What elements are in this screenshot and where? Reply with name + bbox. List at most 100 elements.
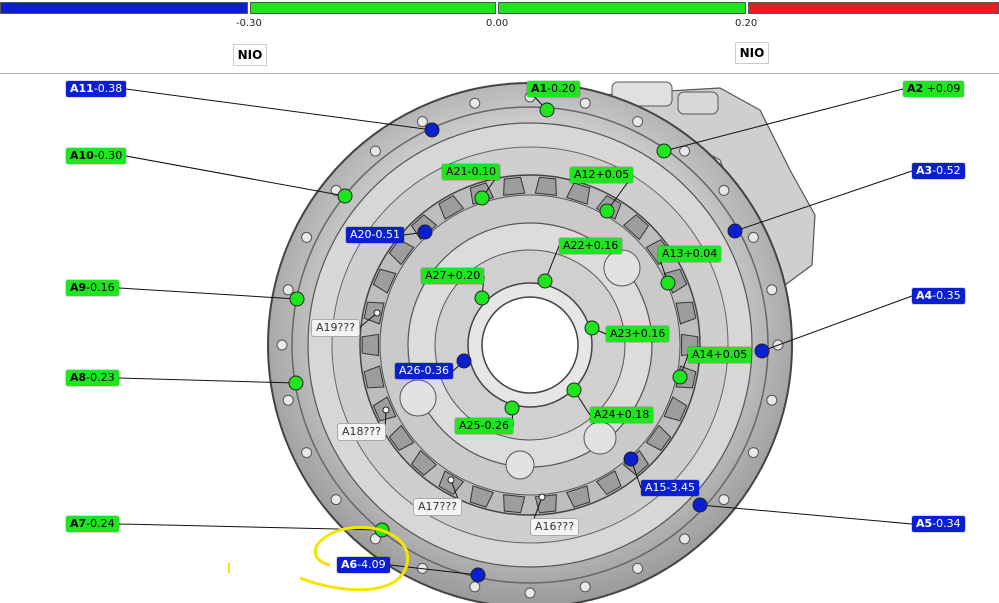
tick-label: -0.30 (236, 18, 262, 29)
measure-label-a1[interactable]: A1-0.20 (527, 81, 580, 97)
nio-indicator-high: NIO (735, 42, 769, 64)
measure-id: A14 (692, 348, 714, 361)
measure-id: A8 (70, 371, 87, 384)
measure-point-a11 (424, 122, 440, 138)
measure-label-a21[interactable]: A21-0.10 (442, 164, 500, 180)
measure-value: ??? (337, 321, 356, 334)
leader-line (384, 409, 387, 433)
measure-point-a14 (672, 369, 688, 385)
measure-label-a23[interactable]: A23+0.16 (606, 326, 670, 342)
leader-line (761, 295, 913, 352)
measure-value: +0.04 (683, 247, 718, 260)
measure-id: A24 (594, 408, 616, 421)
measure-point-a18 (382, 406, 390, 414)
scale-segment (0, 2, 248, 14)
measure-point-a6 (470, 567, 486, 583)
measure-value: +0.05 (595, 168, 630, 181)
measure-value: +0.09 (923, 82, 961, 95)
measure-id: A22 (563, 239, 585, 252)
measure-id: A19 (316, 321, 338, 334)
scale-segment (250, 2, 496, 14)
measure-value: +0.05 (713, 348, 748, 361)
measure-id: A21 (446, 165, 468, 178)
measure-id: A15 (645, 481, 667, 494)
leader-line (699, 504, 913, 525)
measure-point-a23 (584, 320, 600, 336)
measure-label-a20[interactable]: A20-0.51 (346, 227, 404, 243)
measure-label-a6[interactable]: A6-4.09 (337, 557, 390, 573)
measure-point-a25 (504, 400, 520, 416)
measure-label-a19[interactable]: A19??? (312, 320, 360, 336)
measure-label-a10[interactable]: A10-0.30 (66, 148, 127, 164)
measure-id: A17 (418, 500, 440, 513)
measure-label-a13[interactable]: A13+0.04 (658, 246, 722, 262)
measure-label-a8[interactable]: A8-0.23 (66, 370, 119, 386)
measure-value: +0.20 (446, 269, 481, 282)
measure-id: A10 (70, 149, 94, 162)
measure-value: -0.10 (467, 165, 496, 178)
measure-label-a17[interactable]: A17??? (414, 499, 462, 515)
measure-label-a22[interactable]: A22+0.16 (559, 238, 623, 254)
measure-value: -0.24 (86, 517, 115, 530)
measure-value: ??? (363, 425, 382, 438)
tick-label: 0.00 (486, 18, 509, 29)
measure-value: -0.52 (932, 164, 961, 177)
measure-point-a3 (727, 223, 743, 239)
measure-label-a9[interactable]: A9-0.16 (66, 280, 119, 296)
measure-label-a14[interactable]: A14+0.05 (688, 347, 752, 363)
measure-point-a9 (289, 291, 305, 307)
measure-value: -3.45 (666, 481, 695, 494)
measure-id: A5 (916, 517, 933, 530)
measure-label-a15[interactable]: A15-3.45 (641, 480, 699, 496)
measure-label-a27[interactable]: A27+0.20 (421, 268, 485, 284)
measure-point-a2 (656, 143, 672, 159)
measure-point-a13 (660, 275, 676, 291)
measure-id: A3 (916, 164, 933, 177)
measure-value: -0.34 (932, 517, 961, 530)
measure-label-a5[interactable]: A5-0.34 (912, 516, 965, 532)
measure-label-a25[interactable]: A25-0.26 (455, 418, 513, 434)
measure-id: A2 (907, 82, 924, 95)
measure-id: A13 (662, 247, 684, 260)
scale-segment (498, 2, 746, 14)
measure-label-a2[interactable]: A2 +0.09 (903, 81, 965, 97)
measure-id: A25 (459, 419, 481, 432)
measure-value: -0.23 (86, 371, 115, 384)
leader-line (118, 377, 297, 384)
measure-value: -0.36 (420, 364, 449, 377)
measure-id: A9 (70, 281, 87, 294)
measure-id: A11 (70, 82, 94, 95)
measure-label-a16[interactable]: A16??? (531, 519, 579, 535)
measure-id: A12 (574, 168, 596, 181)
measure-point-a20 (417, 224, 433, 240)
yellow-annotation-mark (228, 563, 230, 573)
measure-value: -0.20 (547, 82, 576, 95)
leader-line (118, 523, 383, 531)
measure-label-a7[interactable]: A7-0.24 (66, 516, 119, 532)
measure-label-a11[interactable]: A11-0.38 (66, 81, 127, 97)
measure-id: A26 (399, 364, 421, 377)
measure-point-a10 (337, 188, 353, 204)
measure-point-a8 (288, 375, 304, 391)
measure-label-a3[interactable]: A3-0.52 (912, 163, 965, 179)
measure-label-a24[interactable]: A24+0.18 (590, 407, 654, 423)
measure-label-a26[interactable]: A26-0.36 (395, 363, 453, 379)
leader-line (734, 170, 913, 232)
measure-point-a17 (447, 476, 455, 484)
measure-point-a19 (373, 309, 381, 317)
nio-indicator-low: NIO (233, 44, 267, 66)
measure-label-a12[interactable]: A12+0.05 (570, 167, 634, 183)
measure-value: -0.38 (93, 82, 123, 95)
measure-id: A4 (916, 289, 933, 302)
measure-point-a4 (754, 343, 770, 359)
measure-value: -0.35 (932, 289, 961, 302)
measure-value: -0.26 (480, 419, 509, 432)
leader-line (118, 287, 298, 300)
measure-id: A27 (425, 269, 447, 282)
measure-label-a4[interactable]: A4-0.35 (912, 288, 965, 304)
measure-label-a18[interactable]: A18??? (338, 424, 386, 440)
measure-point-a1 (539, 102, 555, 118)
leader-line (125, 88, 433, 131)
measure-value: +0.18 (615, 408, 650, 421)
